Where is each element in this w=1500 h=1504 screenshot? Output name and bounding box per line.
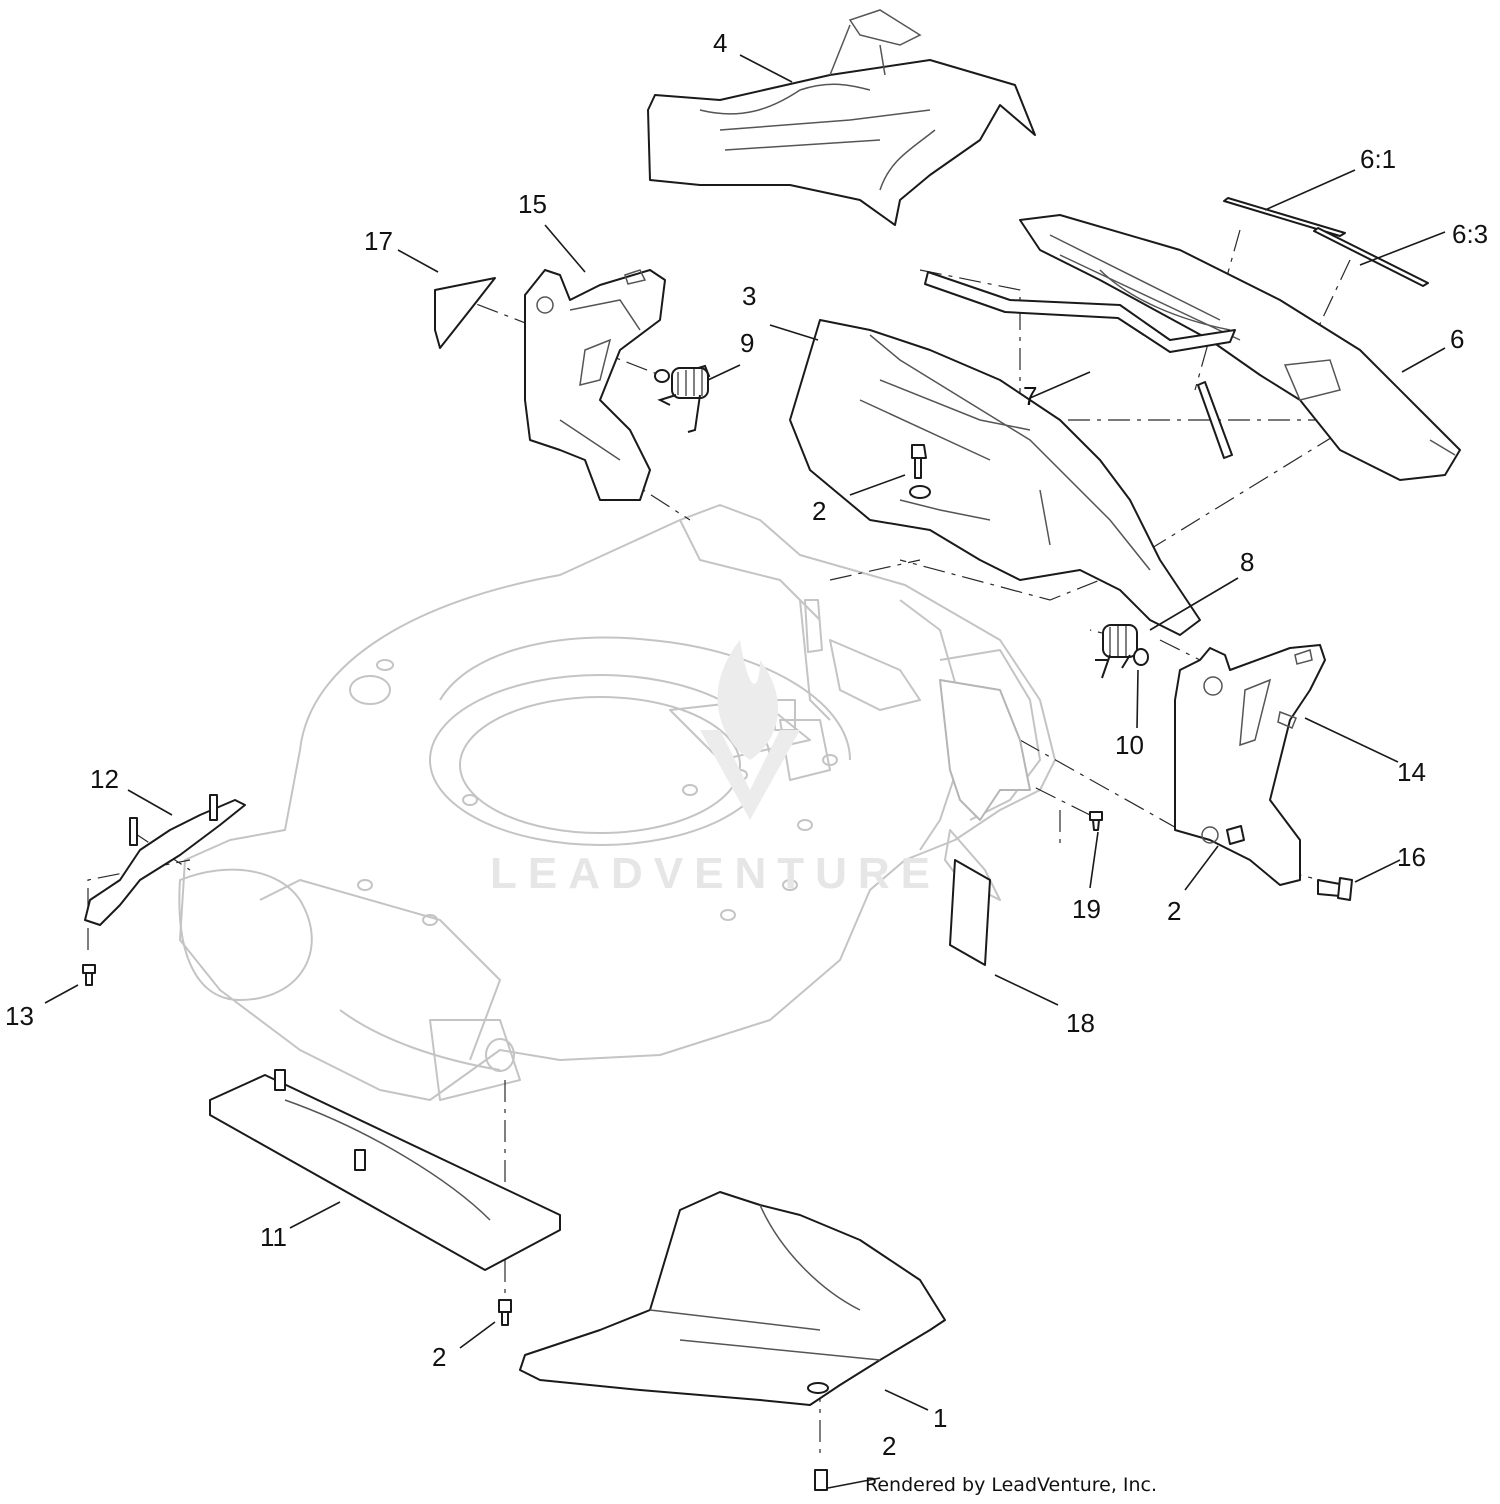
part-3-rear-baffle xyxy=(789,319,1201,636)
leader-lines xyxy=(44,54,1446,1489)
part-19-screw xyxy=(1089,811,1103,831)
part-8-spring xyxy=(1095,624,1138,679)
render-credit: Rendered by LeadVenture, Inc. xyxy=(865,1474,1157,1496)
watermark: LEADVENTURE xyxy=(490,640,941,898)
part-12-side-plate xyxy=(84,794,246,926)
side-plate xyxy=(939,679,1031,821)
part-2-bolt-lower-left xyxy=(498,1299,512,1326)
watermark-text: LEADVENTURE xyxy=(490,849,941,898)
callout-2-bottom: 2 xyxy=(882,1431,896,1461)
callout-6-1: 6:1 xyxy=(1360,144,1396,174)
callout-2-lower-left: 2 xyxy=(432,1342,446,1372)
callout-1: 1 xyxy=(933,1403,947,1433)
part-11-plate xyxy=(209,1069,561,1271)
part-16-bolt xyxy=(1317,877,1353,901)
callout-7: 7 xyxy=(1023,381,1037,411)
callout-6-3: 6:3 xyxy=(1452,219,1488,249)
callout-12: 12 xyxy=(90,764,119,794)
v-logo-icon xyxy=(700,730,800,820)
callout-17: 17 xyxy=(364,226,393,256)
flame-icon xyxy=(717,640,779,760)
mower-deck xyxy=(178,504,1056,1101)
part-10-washer xyxy=(1133,648,1149,666)
part-6-3-decal xyxy=(1313,227,1429,287)
part-1-front-chute xyxy=(519,1191,946,1406)
part-17-label xyxy=(434,277,496,349)
fasteners xyxy=(82,444,1353,1491)
part-6-1-decal xyxy=(1223,197,1346,237)
callout-19: 19 xyxy=(1072,894,1101,924)
callout-15: 15 xyxy=(518,189,547,219)
callout-10: 10 xyxy=(1115,730,1144,760)
callout-14: 14 xyxy=(1397,757,1426,787)
part-2-bolt-upper xyxy=(909,444,931,499)
part-15-left-bracket xyxy=(524,269,666,501)
callout-18: 18 xyxy=(1066,1008,1095,1038)
callouts: 4 6:1 6:3 6 7 3 17 15 9 2 8 10 14 16 2 1… xyxy=(5,28,1488,1461)
callout-8: 8 xyxy=(1240,547,1254,577)
callout-6: 6 xyxy=(1450,324,1464,354)
callout-2-upper: 2 xyxy=(812,496,826,526)
part-9-spring xyxy=(654,364,711,433)
callout-3: 3 xyxy=(742,281,756,311)
part-7-rod-end xyxy=(1197,381,1233,459)
callout-13: 13 xyxy=(5,1001,34,1031)
part-7-rod xyxy=(924,271,1236,353)
part-14-right-bracket xyxy=(1174,644,1326,886)
callout-16: 16 xyxy=(1397,842,1426,872)
callout-4: 4 xyxy=(713,28,727,58)
part-4-discharge-chute xyxy=(647,9,1036,226)
callout-9: 9 xyxy=(740,328,754,358)
part-2-bolt-bottom xyxy=(814,1469,828,1491)
part-6-rear-flap xyxy=(1019,214,1461,481)
callout-11: 11 xyxy=(260,1222,287,1252)
callout-2-right: 2 xyxy=(1167,896,1181,926)
part-18-mulch-flap xyxy=(949,859,991,966)
part-2-bolt-right xyxy=(1226,825,1245,845)
part-13-screw xyxy=(82,964,96,986)
